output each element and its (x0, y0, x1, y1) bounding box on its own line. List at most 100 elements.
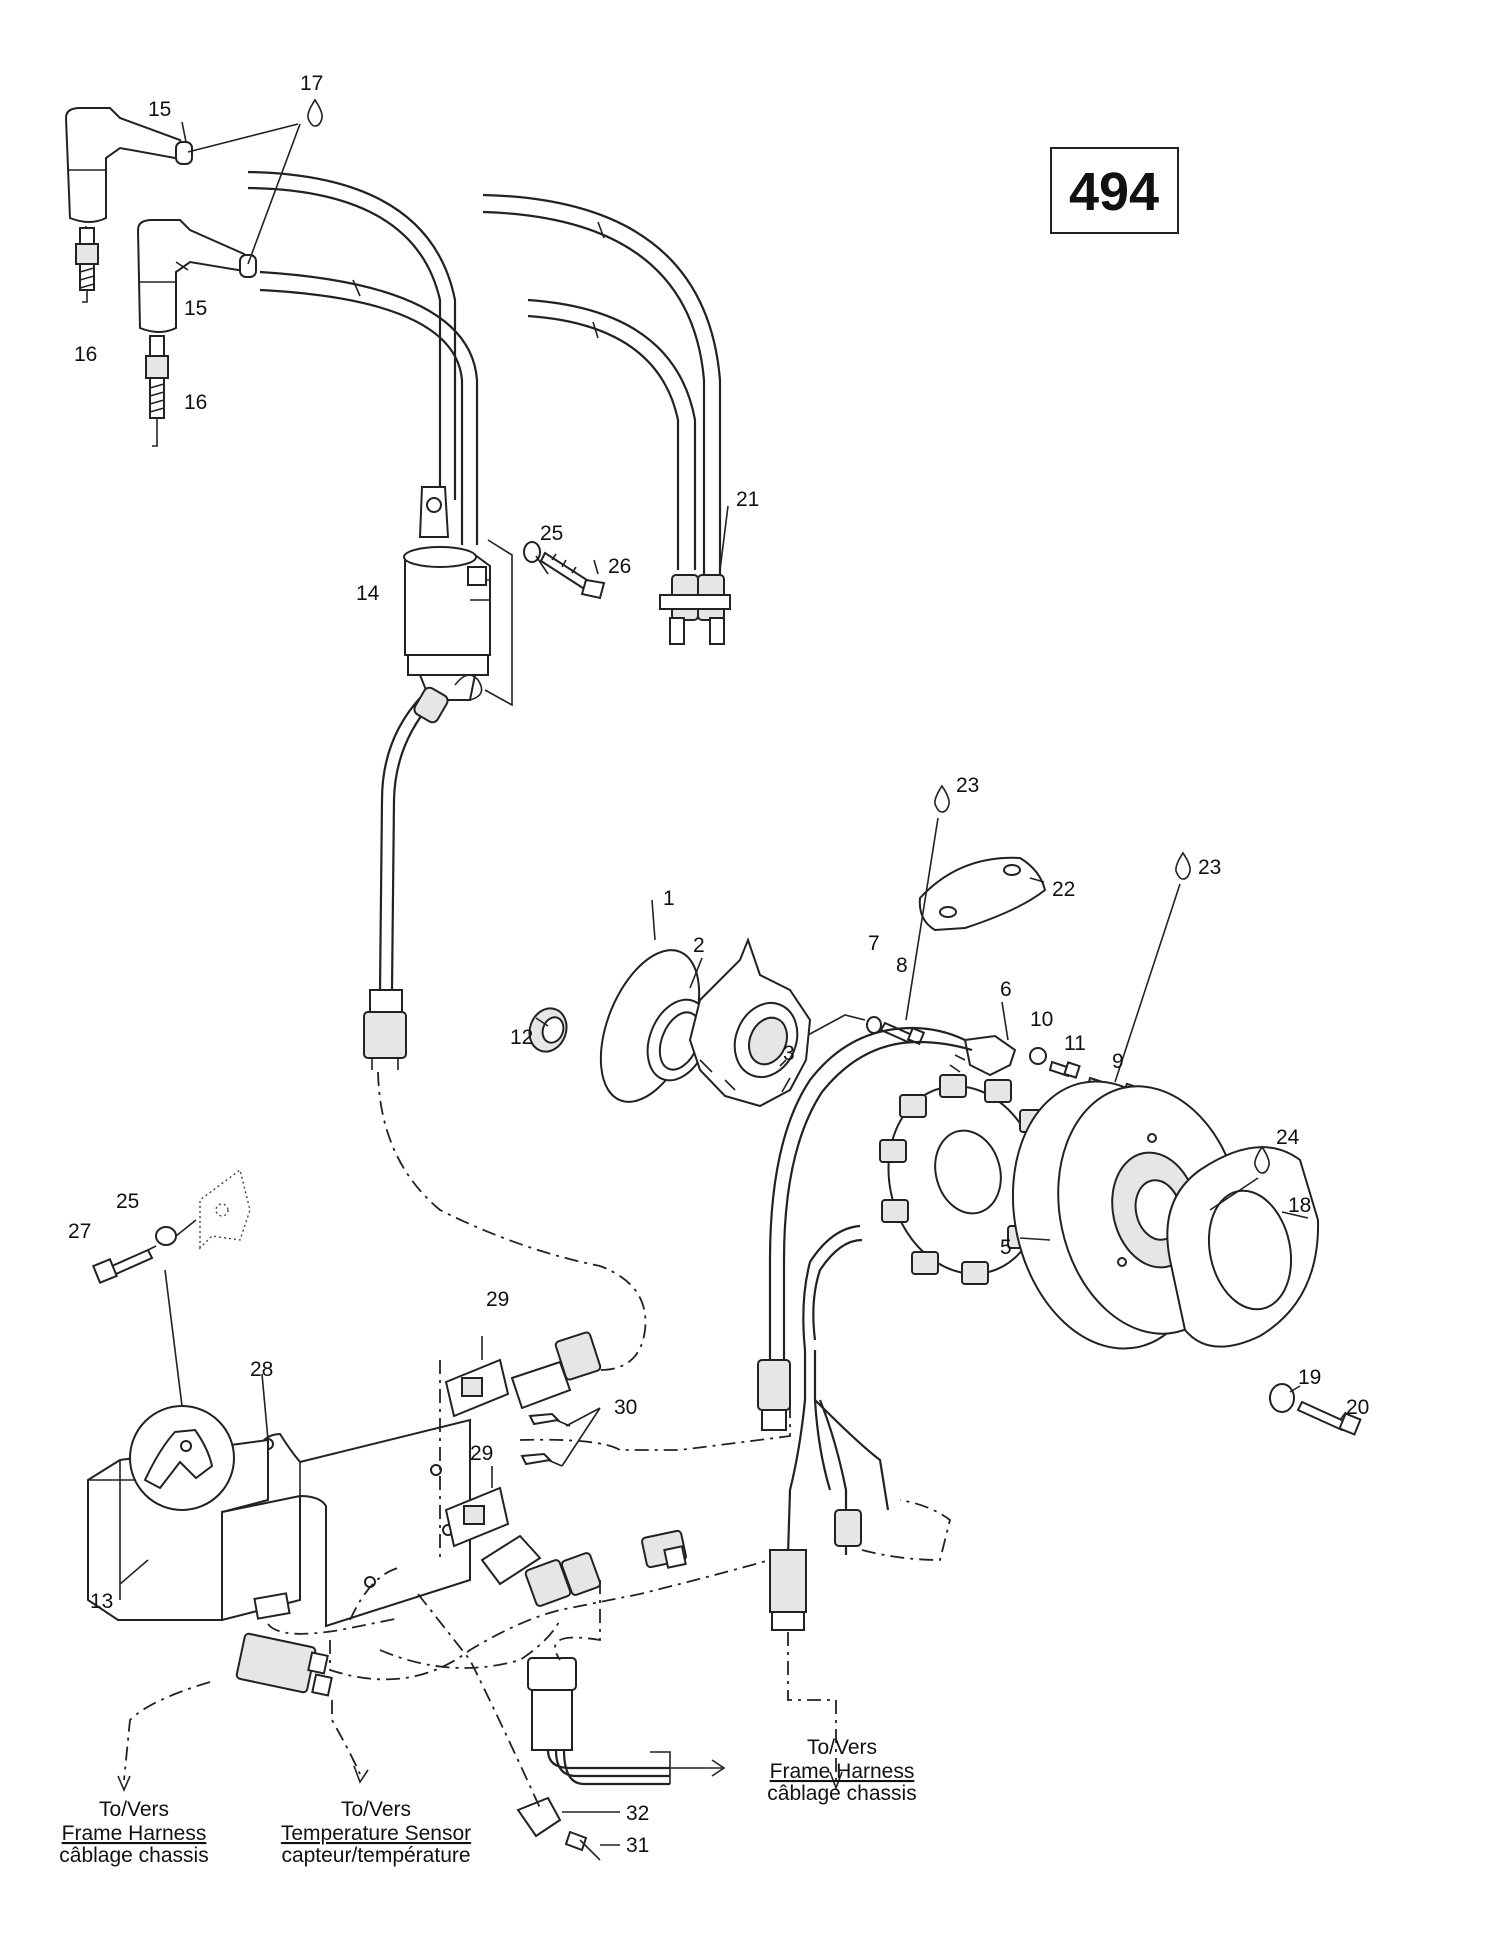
leader-24 (1209, 1177, 1259, 1211)
callout-23a: 23 (956, 774, 979, 797)
spark-plug-upper (75, 227, 99, 303)
callout-32: 32 (626, 1802, 649, 1825)
sleeve-connector (527, 1657, 726, 1786)
destination-left: To/Vers Frame Harness câblage chassis (59, 1798, 208, 1867)
dest-left-line3: câblage chassis (59, 1844, 208, 1867)
bolt-27 (91, 1245, 157, 1285)
callout-26: 26 (608, 555, 631, 578)
callout-12: 12 (510, 1026, 533, 1049)
callout-29b: 29 (470, 1442, 493, 1465)
callout-23b: 23 (1198, 856, 1221, 879)
leader-31-32 (562, 1811, 620, 1846)
dest-middle-line3: capteur/température (281, 1844, 470, 1867)
harness-connector-b (480, 1534, 602, 1607)
page-number: 494 (1069, 162, 1159, 222)
washer-lower (155, 1226, 177, 1246)
connector-holder-lower (444, 1486, 510, 1548)
oil-seal (646, 998, 710, 1082)
callout-1: 1 (663, 887, 675, 910)
ignition-coil (403, 486, 513, 707)
spark-plug-cap-upper (64, 107, 193, 238)
dest-right-line3: câblage chassis (767, 1782, 916, 1805)
callout-2: 2 (693, 934, 705, 957)
stator-cover (918, 856, 1047, 932)
page-number-box: 494 (1050, 147, 1179, 234)
callout-9: 9 (1112, 1050, 1124, 1073)
callout-25a: 25 (540, 522, 563, 545)
callout-30: 30 (614, 1396, 637, 1419)
spark-plug-lower (145, 335, 169, 447)
callout-14: 14 (356, 582, 380, 605)
callout-16b: 16 (184, 391, 207, 414)
temp-sensor-connector (235, 1632, 333, 1697)
bolt-20 (1296, 1400, 1362, 1436)
loctite-drop-icon-upper (934, 784, 950, 813)
dest-right-line2: Frame Harness (770, 1760, 915, 1783)
harness-routing-dashed (123, 1071, 952, 1809)
leader-23b (1114, 883, 1181, 1083)
washer-screw-8 (866, 1016, 926, 1046)
washer-19 (1269, 1383, 1295, 1413)
callout-17: 17 (300, 72, 323, 95)
callout-3: 3 (783, 1042, 795, 1065)
callout-21: 21 (736, 488, 759, 511)
callout-5: 5 (1000, 1236, 1012, 1259)
coil-lead (363, 686, 449, 1070)
callout-25b: 25 (116, 1190, 139, 1213)
stator-housing (688, 937, 812, 1108)
flywheel-ring (1166, 1146, 1320, 1348)
leaders-misc (119, 121, 1347, 1585)
leader-25b (175, 1219, 197, 1237)
leader-17 (187, 123, 301, 265)
leader-23a (905, 817, 939, 1021)
harness-connector-c (641, 1529, 687, 1569)
callout-11: 11 (1064, 1032, 1086, 1055)
callout-22: 22 (1052, 878, 1075, 901)
harness-connector-a (510, 1331, 602, 1410)
leader-29 (481, 1336, 493, 1488)
dest-left-line2: Frame Harness (62, 1822, 207, 1845)
terminal-upper (528, 1412, 571, 1427)
callout-28: 28 (250, 1358, 273, 1381)
washer-10 (1029, 1047, 1047, 1065)
loctite-drop-icon (307, 98, 323, 127)
dest-left-line1: To/Vers (99, 1798, 169, 1821)
terminal-lower (520, 1452, 563, 1467)
dest-middle-line1: To/Vers (341, 1798, 411, 1821)
stator-harness (768, 1026, 973, 1360)
dest-right-line1: To/Vers (807, 1736, 877, 1759)
callout-6: 6 (1000, 978, 1012, 1001)
callout-8: 8 (896, 954, 908, 977)
stator-connector (757, 1359, 791, 1431)
callout-13: 13 (90, 1590, 113, 1613)
frame-bracket-hint (199, 1168, 251, 1250)
stator-harness-lower (769, 1350, 890, 1631)
connector-holder-upper (444, 1358, 510, 1418)
callout-18: 18 (1288, 1194, 1311, 1217)
callout-15a: 15 (148, 98, 171, 121)
callout-27: 27 (68, 1220, 91, 1243)
callout-31: 31 (626, 1834, 649, 1857)
loctite-drop-icon-flywheel (1254, 1145, 1270, 1174)
callout-labels: 1 2 3 5 6 7 8 9 10 11 12 13 14 15 15 16 … (68, 72, 1369, 1857)
spark-plug-cap-lower (136, 219, 257, 333)
high-tension-wires (247, 170, 731, 645)
dest-middle-line2: Temperature Sensor (281, 1822, 471, 1845)
screw-11 (1048, 1060, 1081, 1079)
callout-20: 20 (1346, 1396, 1369, 1419)
leader-30 (561, 1407, 601, 1467)
detail-magnifier (129, 1405, 235, 1511)
callout-24: 24 (1276, 1126, 1300, 1149)
callout-16a: 16 (74, 343, 97, 366)
loctite-drop-icon-right (1175, 851, 1191, 880)
bolt-26 (539, 551, 606, 600)
arrowheads (117, 1765, 843, 1793)
stator-wire-clip (949, 1034, 1017, 1077)
destination-middle: To/Vers Temperature Sensor capteur/tempé… (281, 1798, 471, 1867)
leader-stator-screw (807, 1014, 866, 1036)
destination-right: To/Vers Frame Harness câblage chassis (767, 1736, 916, 1805)
callout-10: 10 (1030, 1008, 1053, 1031)
callout-29a: 29 (486, 1288, 509, 1311)
callout-19: 19 (1298, 1366, 1321, 1389)
